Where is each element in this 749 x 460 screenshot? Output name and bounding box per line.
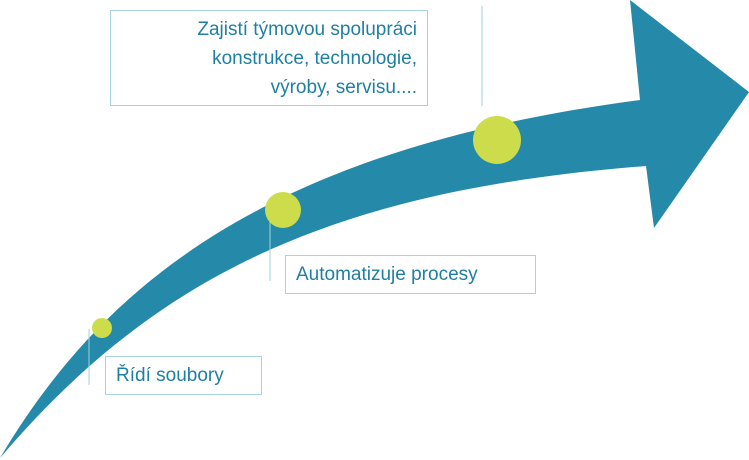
step-1-label-box: Řídí soubory: [105, 356, 262, 395]
milestone-dot-step-3: [473, 116, 521, 164]
step-3-label-line-3: výroby, servisu....: [270, 77, 417, 98]
milestone-dot-step-2: [265, 192, 301, 228]
step-3-label-line-2: konstrukce, technologie,: [212, 48, 417, 69]
step-3-label-box: Zajistí týmovou spolupráci konstrukce, t…: [110, 10, 428, 106]
milestone-dot-step-1: [92, 318, 112, 338]
step-3-label-line-1: Zajistí týmovou spolupráci: [197, 19, 417, 40]
step-2-label-line-1: Automatizuje procesy: [296, 264, 478, 285]
step-1-label-line-1: Řídí soubory: [116, 365, 224, 386]
step-2-label-box: Automatizuje procesy: [285, 255, 536, 294]
